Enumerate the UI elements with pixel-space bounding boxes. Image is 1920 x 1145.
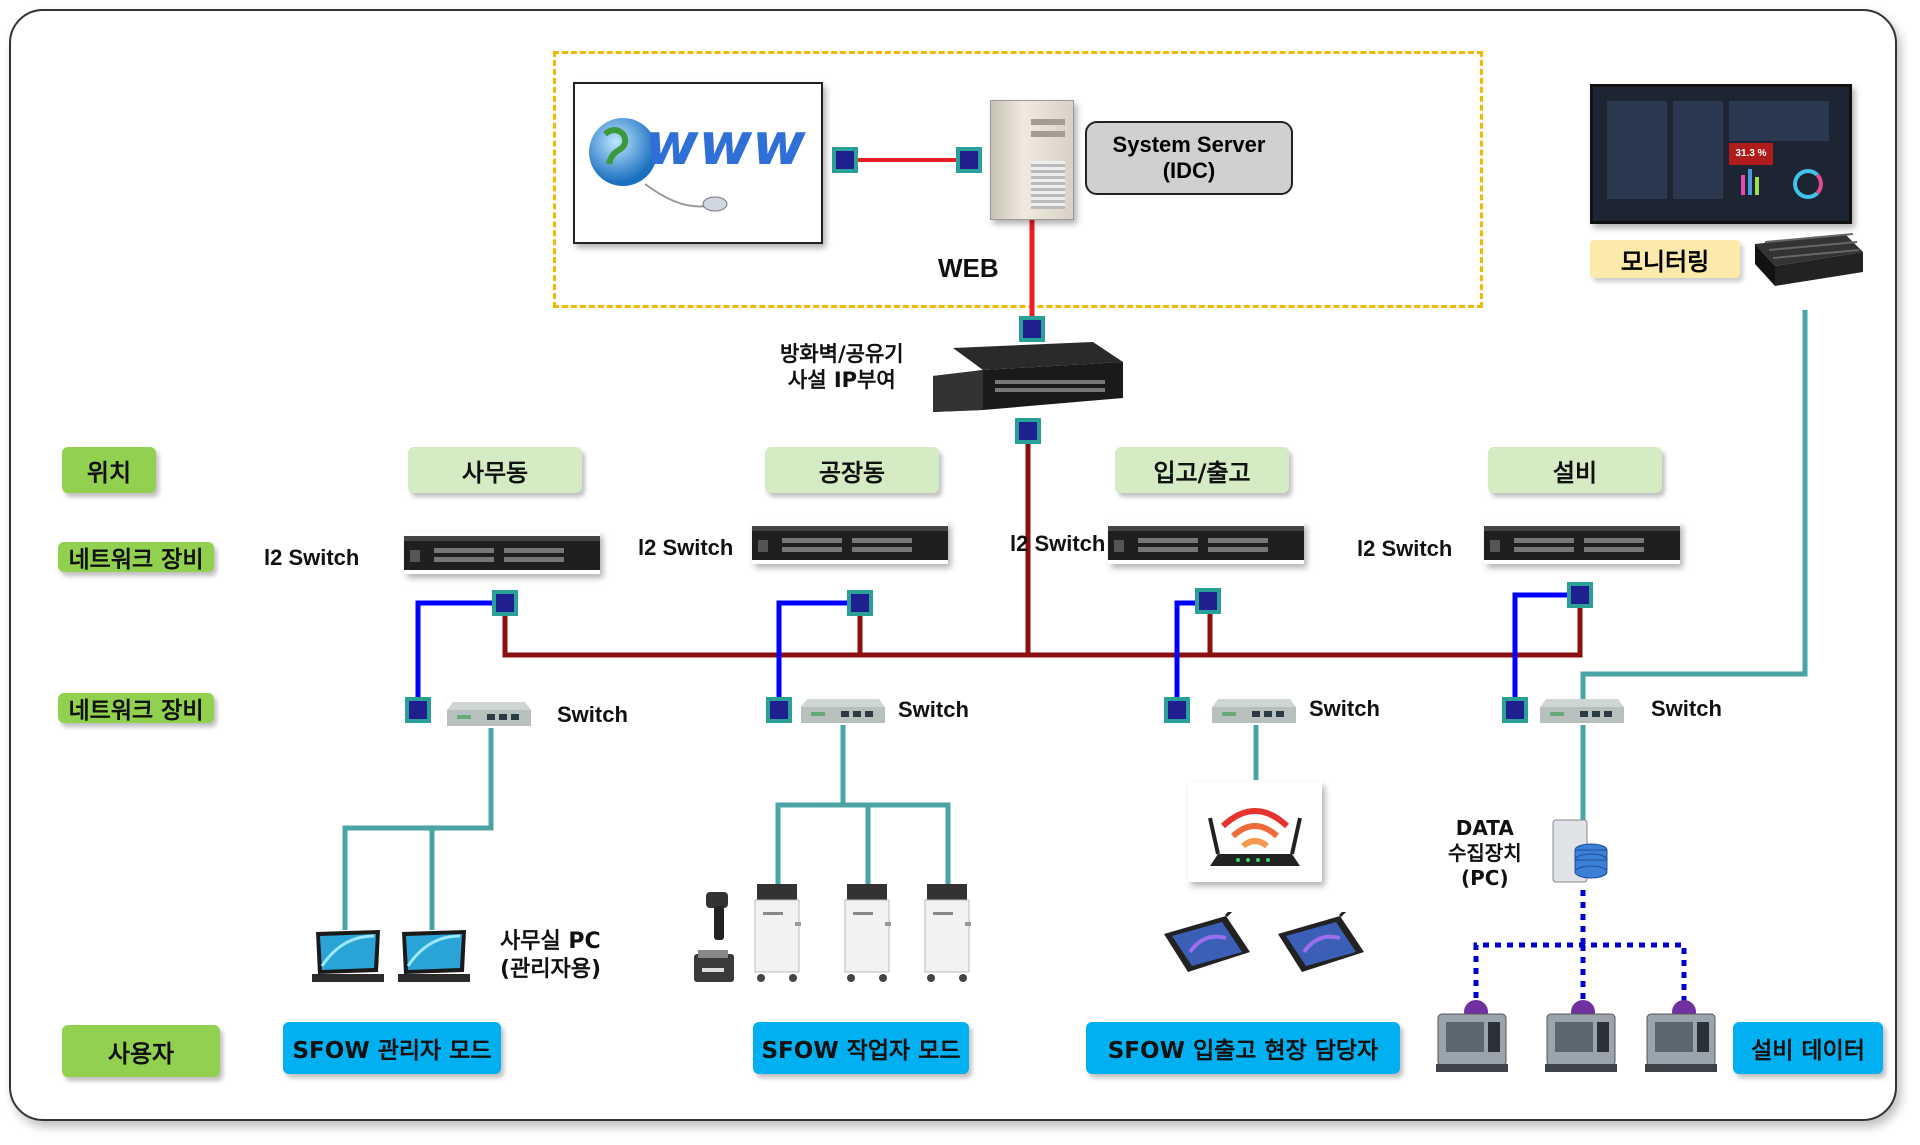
data-collector-label: DATA 수집장치 (PC) xyxy=(1448,816,1522,891)
switch-label-3: Switch xyxy=(1309,696,1380,721)
row-label-network1: 네트워크 장비 xyxy=(58,542,214,573)
port xyxy=(1015,418,1041,444)
data-collector-line3: (PC) xyxy=(1460,866,1509,890)
port xyxy=(847,590,873,616)
user-admin-mode: SFOW 관리자 모드 xyxy=(283,1022,501,1074)
worker-kiosk-icon xyxy=(753,882,803,984)
office-pc-line2: (관리자용) xyxy=(500,957,602,982)
office-pc-line1: 사무실 PC xyxy=(500,929,601,954)
location-inbound-outbound: 입고/출고 xyxy=(1115,447,1289,493)
lan-links xyxy=(342,310,1808,930)
l2-switch-label-3: l2 Switch xyxy=(1010,531,1106,556)
monitoring-label: 모니터링 xyxy=(1590,240,1740,278)
port xyxy=(1195,588,1221,614)
internet-icon: www xyxy=(573,82,823,244)
location-equipment: 설비 xyxy=(1488,447,1662,493)
server-icon xyxy=(990,100,1074,220)
access-switch-icon xyxy=(801,695,885,725)
system-server-line2: (IDC) xyxy=(1162,158,1216,183)
gauge-value: 31.3 % xyxy=(1729,143,1773,165)
equipment-links xyxy=(1473,890,1687,1010)
worker-kiosk-icon xyxy=(843,882,893,984)
access-switch-icon xyxy=(1540,695,1624,725)
wifi-router-icon xyxy=(1188,782,1322,882)
switch-label-4: Switch xyxy=(1651,696,1722,721)
handheld-terminal-icon xyxy=(1160,904,1252,978)
user-equipment-data: 설비 데이터 xyxy=(1733,1022,1883,1074)
access-switch-icon xyxy=(1212,695,1296,725)
barcode-scanner-icon xyxy=(700,890,736,944)
switch-label-1: Switch xyxy=(557,702,628,727)
worker-kiosk-icon xyxy=(923,882,973,984)
monitoring-dashboard: 31.3 % xyxy=(1590,84,1852,224)
user-warehouse-staff: SFOW 입출고 현장 담당자 xyxy=(1086,1022,1400,1074)
port xyxy=(405,697,431,723)
l2-switch-icon xyxy=(752,522,948,564)
l2-switch-label-1: l2 Switch xyxy=(264,545,360,570)
edge-device-icon xyxy=(1755,232,1863,288)
l2-switch-icon xyxy=(1484,522,1680,564)
office-pc-icon xyxy=(312,928,384,984)
port xyxy=(492,590,518,616)
firewall-line2: 사설 IP부여 xyxy=(787,368,896,392)
port xyxy=(1567,582,1593,608)
data-collector-line2: 수집장치 xyxy=(1448,841,1522,865)
port xyxy=(832,147,858,173)
web-label: WEB xyxy=(938,253,999,283)
port xyxy=(1019,316,1045,342)
svg-text:www: www xyxy=(645,110,806,178)
firewall-label: 방화벽/공유기 사설 IP부여 xyxy=(780,341,904,393)
port xyxy=(956,147,982,173)
handheld-terminal-icon xyxy=(1274,904,1366,978)
office-pc-icon xyxy=(398,928,470,984)
location-factory: 공장동 xyxy=(765,447,939,493)
ports xyxy=(405,147,1593,723)
cnc-machine-icon xyxy=(1643,1004,1719,1074)
firewall-line1: 방화벽/공유기 xyxy=(780,342,904,366)
row-label-location: 위치 xyxy=(62,447,156,493)
port xyxy=(766,697,792,723)
office-pc-label: 사무실 PC (관리자용) xyxy=(500,928,601,984)
label-printer-icon xyxy=(692,948,738,984)
row-label-user: 사용자 xyxy=(62,1025,220,1077)
system-server-label: System Server (IDC) xyxy=(1085,121,1293,195)
data-collector-line1: DATA xyxy=(1455,816,1514,840)
access-links xyxy=(415,592,1580,710)
access-switch-icon xyxy=(447,698,531,728)
row-label-network2: 네트워크 장비 xyxy=(58,693,214,724)
cnc-machine-icon xyxy=(1543,1004,1619,1074)
l2-switch-icon xyxy=(404,532,600,574)
idc-zone xyxy=(553,51,1483,308)
port xyxy=(1502,697,1528,723)
switch-label-2: Switch xyxy=(898,697,969,722)
cnc-machine-icon xyxy=(1434,1004,1510,1074)
system-server-line1: System Server xyxy=(1112,132,1266,157)
port xyxy=(1164,697,1190,723)
data-collector-pc-icon xyxy=(1549,816,1609,890)
user-worker-mode: SFOW 작업자 모드 xyxy=(753,1022,969,1074)
l2-switch-icon xyxy=(1108,522,1304,564)
l2-switch-label-4: l2 Switch xyxy=(1357,536,1453,561)
location-office: 사무동 xyxy=(408,447,582,493)
l2-switch-label-2: l2 Switch xyxy=(638,535,734,560)
firewall-router-icon xyxy=(933,338,1127,424)
